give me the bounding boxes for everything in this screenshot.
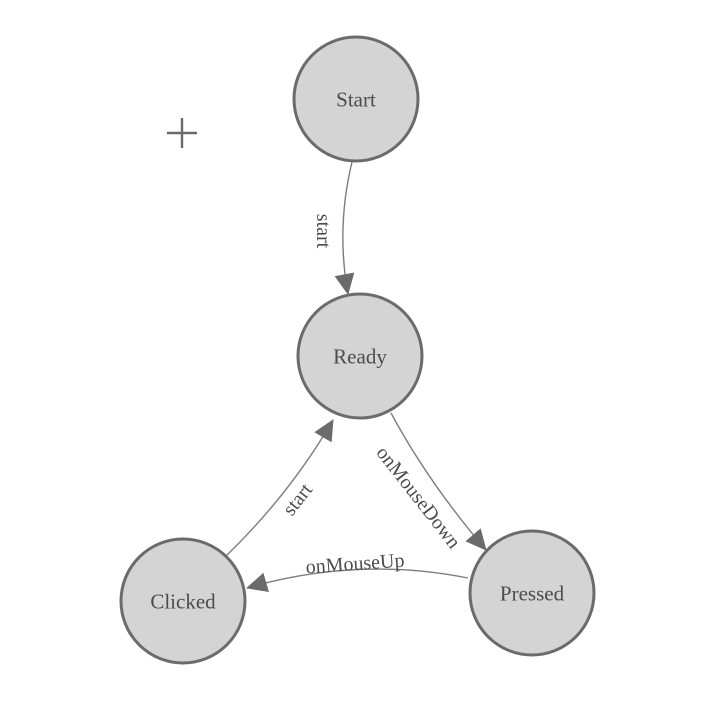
crosshair-plus-icon bbox=[167, 118, 197, 148]
state-circle-ready[interactable] bbox=[296, 292, 424, 420]
node-clicked[interactable]: Clicked bbox=[119, 537, 247, 665]
state-label-start: Start bbox=[336, 87, 376, 111]
edge-start-to-ready[interactable]: start bbox=[312, 161, 355, 295]
edge-label-clicked-to-ready: start bbox=[279, 479, 318, 520]
edge-path-start-to-ready[interactable] bbox=[334, 161, 355, 295]
node-start[interactable]: Start bbox=[292, 35, 420, 163]
node-ready[interactable]: Ready bbox=[296, 292, 424, 420]
node-pressed[interactable]: Pressed bbox=[468, 529, 596, 657]
edge-path-clicked-to-ready[interactable] bbox=[225, 419, 334, 557]
edge-path-ready-to-pressed[interactable] bbox=[390, 412, 487, 551]
state-circle-pressed[interactable] bbox=[468, 529, 596, 657]
state-circle-clicked[interactable] bbox=[119, 537, 247, 665]
edge-ready-to-pressed[interactable]: onMouseDown bbox=[372, 412, 487, 553]
state-label-ready: Ready bbox=[333, 344, 387, 368]
state-label-pressed: Pressed bbox=[500, 581, 565, 605]
edge-label-pressed-to-clicked: onMouseUp bbox=[305, 550, 405, 579]
edge-path-pressed-to-clicked[interactable] bbox=[246, 568, 469, 593]
edge-label-start-to-ready: start bbox=[312, 214, 334, 249]
state-circle-start[interactable] bbox=[292, 35, 420, 163]
state-label-clicked: Clicked bbox=[150, 589, 216, 613]
edge-clicked-to-ready[interactable]: start bbox=[225, 419, 334, 557]
edge-pressed-to-clicked[interactable]: onMouseUp bbox=[246, 550, 469, 593]
